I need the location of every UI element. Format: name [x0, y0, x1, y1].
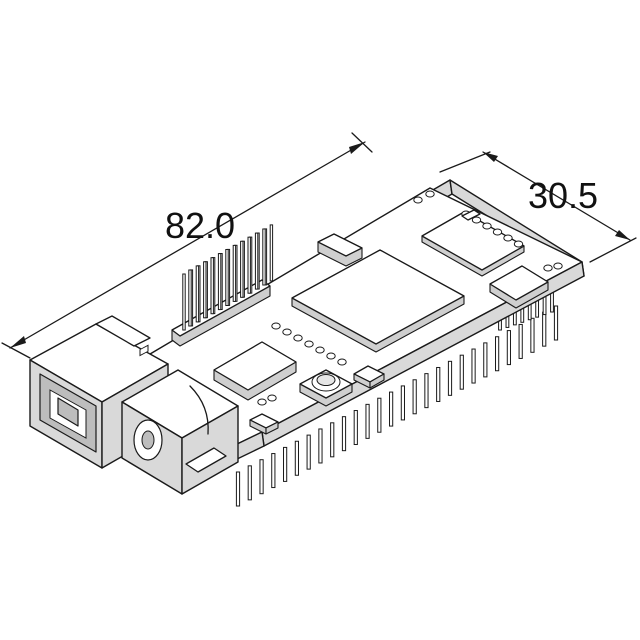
memory-chip-top	[421, 211, 525, 271]
width-extension-right	[589, 237, 637, 263]
header-pin	[306, 434, 311, 470]
header-pin	[530, 317, 535, 353]
left-chip-top	[213, 341, 297, 391]
pad-hole	[293, 334, 303, 342]
header-pin	[182, 273, 186, 331]
pad-hole	[337, 358, 347, 366]
header-pin	[262, 228, 266, 286]
header-pin	[247, 236, 251, 294]
usb-notch	[139, 344, 149, 357]
length-label: 82.0	[165, 205, 235, 246]
header-pin	[400, 385, 405, 421]
header-pin	[210, 257, 214, 315]
header-pin	[294, 440, 299, 476]
header-pin	[217, 253, 222, 311]
header-pin	[377, 397, 382, 433]
header-pin	[424, 373, 429, 409]
length-arrow-left	[10, 336, 26, 348]
pad-hole	[543, 264, 553, 272]
reset-button	[299, 369, 353, 407]
small-right-chip	[489, 265, 549, 309]
width-dimension-line	[482, 151, 631, 241]
top-pin-header	[171, 224, 274, 347]
header-pin	[389, 391, 394, 427]
header-pin	[553, 305, 559, 341]
length-extension-left	[1, 342, 31, 359]
header-pin	[483, 342, 488, 378]
usb-controller-chip	[213, 341, 297, 401]
header-pin	[203, 261, 207, 319]
small-chip-top	[489, 265, 549, 301]
pad-hole	[267, 394, 277, 402]
jack-barrel-inner	[141, 430, 155, 450]
header-pin	[283, 446, 288, 482]
header-pin	[542, 311, 547, 347]
top-connector	[317, 233, 363, 267]
header-pin	[471, 348, 476, 384]
header-pin	[341, 416, 347, 452]
header-pin	[271, 453, 276, 489]
header-pin	[259, 459, 264, 495]
dc-power-jack	[121, 369, 239, 495]
header-pin	[247, 465, 252, 501]
length-extension-right	[351, 132, 373, 153]
header-pin	[495, 336, 500, 372]
width-extension-left	[439, 151, 491, 173]
header-pin	[240, 240, 244, 298]
main-processor-chip	[291, 249, 465, 353]
header-pin	[195, 265, 200, 323]
usb-tab	[95, 315, 151, 347]
length-dimension-line	[9, 141, 366, 349]
header-pin	[225, 249, 229, 306]
smd-component-3	[461, 209, 481, 221]
pad-hole	[553, 262, 563, 270]
pad-hole	[471, 216, 482, 224]
header-pin	[235, 471, 241, 507]
small-components	[249, 209, 481, 435]
pad-hole	[513, 240, 524, 248]
header-pin	[412, 379, 417, 415]
top-connector-top	[317, 233, 363, 257]
length-dimension: 82.0	[1, 132, 373, 359]
width-arrow-bottom	[615, 230, 630, 240]
front-pin-row	[235, 305, 559, 507]
pad-hole	[492, 228, 503, 236]
pad-hole	[413, 196, 423, 204]
width-arrow-top	[483, 152, 498, 162]
header-pin	[459, 354, 464, 390]
header-pin	[506, 330, 511, 366]
width-dimension: 30.5	[439, 151, 637, 263]
pad-hole	[304, 340, 314, 348]
header-pin	[232, 244, 237, 302]
pad-hole	[326, 352, 336, 360]
header-pin	[254, 232, 259, 290]
width-label: 30.5	[528, 175, 598, 216]
pad-hole	[425, 190, 435, 198]
pad-hole	[482, 222, 492, 230]
jack-foot	[185, 447, 227, 473]
header-pin	[365, 403, 370, 439]
pad-hole	[257, 398, 267, 406]
jack-curve	[189, 385, 209, 435]
length-arrow-right	[349, 142, 365, 154]
main-chip-top	[291, 249, 465, 345]
header-pin	[318, 428, 323, 464]
header-pin	[518, 323, 523, 359]
pad-hole	[282, 328, 292, 336]
pad-hole	[315, 346, 325, 354]
header-pin	[447, 360, 453, 396]
header-pin	[330, 422, 335, 458]
pad-hole	[271, 322, 281, 330]
header-pin	[188, 269, 192, 327]
pad-rows	[257, 190, 563, 406]
header-pin	[353, 410, 358, 446]
header-pin	[269, 224, 274, 282]
header-pin	[436, 366, 441, 402]
pad-hole	[503, 234, 513, 242]
